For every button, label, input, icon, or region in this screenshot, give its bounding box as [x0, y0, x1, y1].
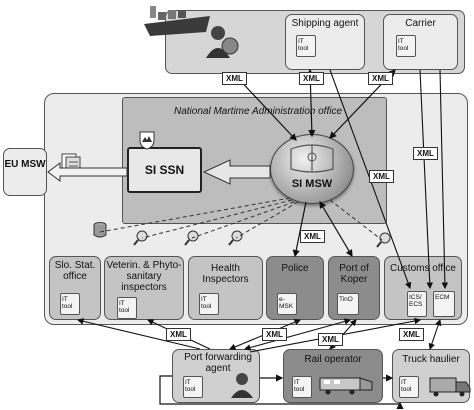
authority-slo-stat-office: Slo. Stat. office IT tool — [49, 256, 101, 320]
truck-haulier-box: Truck haulier IT tool — [392, 349, 470, 403]
authority-label: Port of Koper — [339, 263, 369, 285]
authority-label: Police — [281, 263, 309, 274]
it-tool: IT tool — [199, 293, 219, 315]
si-ssn-label: SI SSN — [144, 163, 185, 177]
it-tool: IT tool — [396, 35, 416, 57]
authority-label: Veterin. & Phyto-sanitary inspectors — [106, 260, 182, 293]
authority-police: Police e-MSK — [266, 256, 324, 320]
it-tool: IT tool — [292, 376, 312, 398]
magnifier-icon — [184, 230, 199, 246]
magnifier-icon — [228, 230, 243, 246]
truck-haulier-label: Truck haulier — [402, 354, 460, 365]
ics-ecs-tool: ICS/ ECS — [407, 291, 427, 317]
carrier-box: Carrier IT tool — [383, 14, 458, 70]
xml-label: XML — [368, 72, 393, 85]
xml-label: XML — [399, 328, 424, 341]
si-ssn-box: SI SSN — [127, 147, 202, 193]
authority-label: Customs office — [390, 263, 456, 274]
it-tool: IT tool — [399, 376, 419, 398]
port-forwarding-agent-label: Port forwarding agent — [184, 352, 252, 374]
authority-health-inspectors: Health Inspectors IT tool — [188, 256, 263, 320]
carrier-label: Carrier — [405, 18, 436, 29]
shipping-agent-label: Shipping agent — [291, 18, 359, 29]
xml-label: XML — [222, 72, 247, 85]
it-tool: IT tool — [296, 35, 316, 57]
authority-veterinary-inspectors: Veterin. & Phyto-sanitary inspectors IT … — [104, 256, 184, 320]
xml-label: XML — [300, 230, 325, 243]
train-icon — [319, 377, 373, 395]
database-icon — [93, 222, 107, 238]
magnifier-icon — [376, 232, 391, 248]
rail-operator-label: Rail operator — [304, 354, 362, 365]
xml-label: XML — [262, 328, 287, 341]
person-icon — [231, 373, 253, 398]
it-tool: IT tool — [60, 293, 80, 315]
truck-icon — [429, 377, 471, 397]
ship-icon — [144, 6, 210, 36]
xml-label: XML — [166, 328, 191, 341]
xml-label: XML — [299, 72, 324, 85]
it-tool: IT tool — [117, 297, 137, 319]
authority-label: Slo. Stat. office — [54, 260, 96, 282]
xml-label: XML — [413, 147, 438, 160]
xml-label: XML — [318, 333, 343, 346]
tino-tool: TinO — [337, 293, 359, 315]
xml-label: XML — [369, 170, 394, 183]
puzzle-icon — [290, 144, 334, 173]
authority-port-of-koper: Port of Koper TinO — [328, 256, 380, 320]
coat-of-arms-icon — [139, 131, 155, 150]
si-msw-label: SI MSW — [291, 178, 333, 190]
e-msk-tool: e-MSK — [277, 293, 297, 315]
magnifier-icon — [133, 230, 148, 246]
shipping-agent-box: Shipping agent IT tool — [285, 14, 365, 70]
si-msw-hub: SI MSW — [270, 134, 354, 204]
nma-office-title: National Martime Administration office — [173, 106, 343, 117]
authority-customs-office: Customs office ICS/ ECS ECM — [384, 256, 462, 320]
eu-msw-box: EU MSW — [3, 148, 47, 196]
eu-msw-label: EU MSW — [4, 159, 46, 170]
it-tool: IT tool — [183, 376, 203, 398]
person-icon — [206, 26, 239, 58]
authority-label: Health Inspectors — [202, 263, 249, 285]
ecm-tool: ECM — [433, 291, 455, 317]
